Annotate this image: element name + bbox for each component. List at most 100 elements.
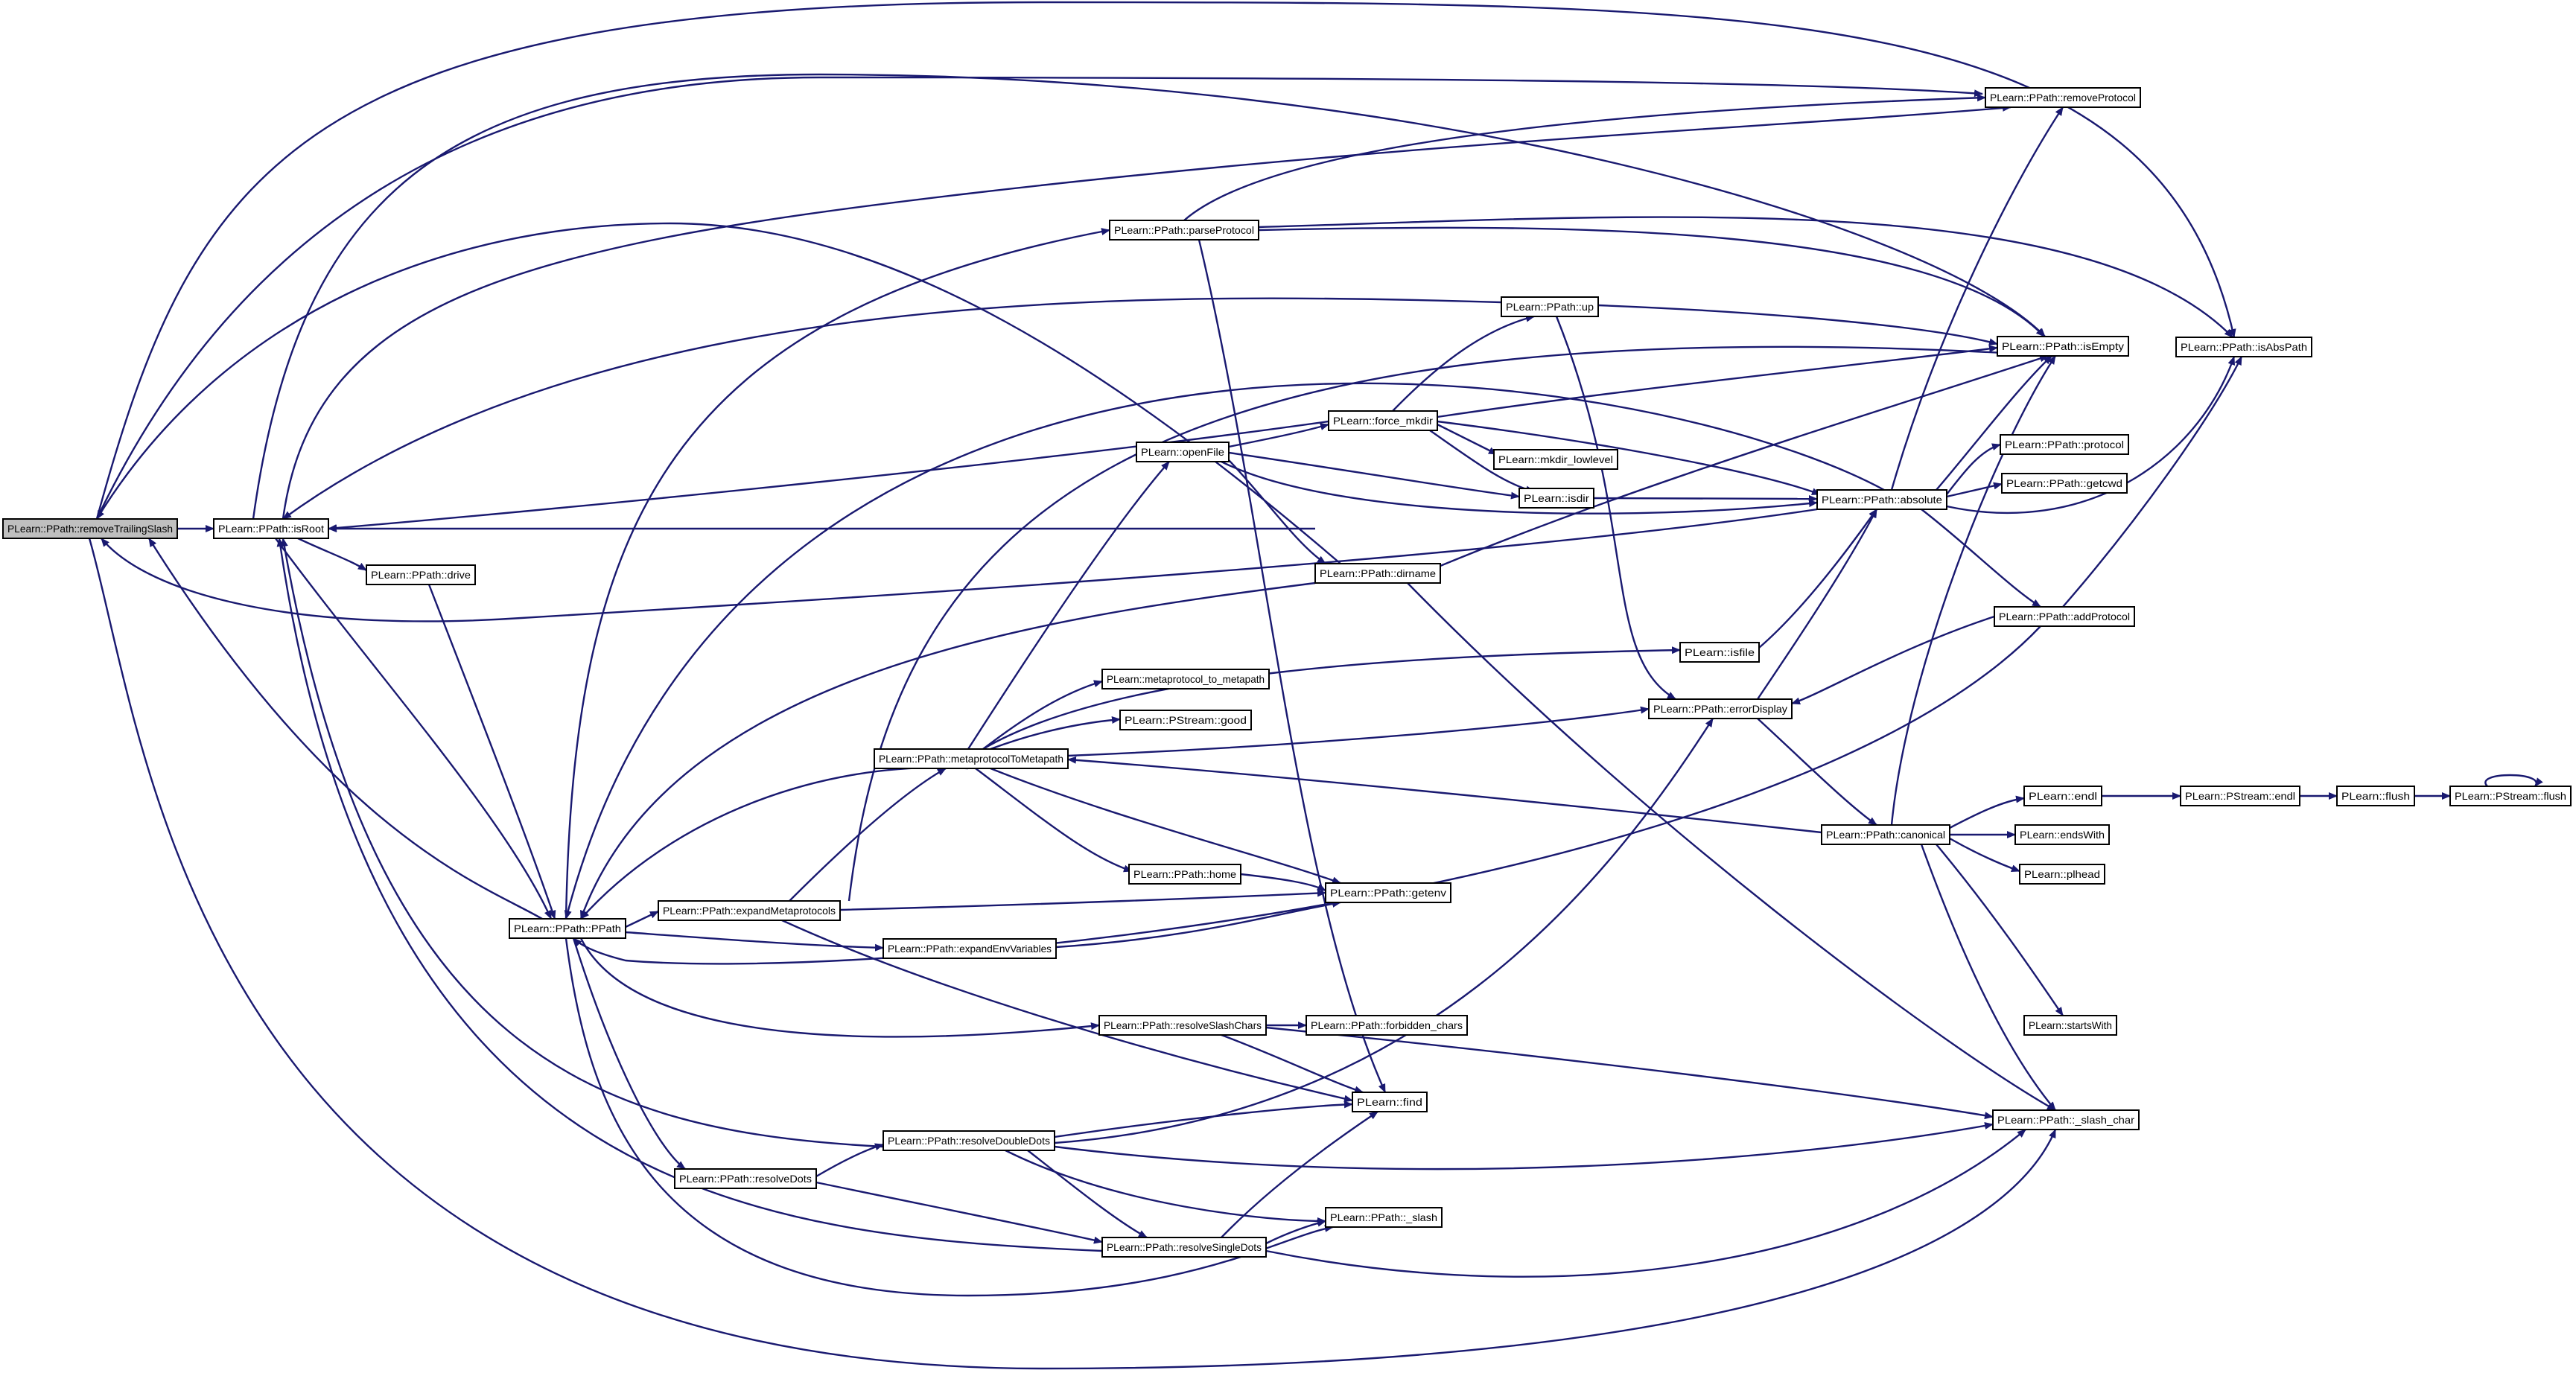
node-box <box>2023 786 2102 806</box>
edge-canonical-to-isEmpty <box>1890 355 2057 826</box>
node-good[interactable]: PLearn::PStream::good <box>1119 710 1252 730</box>
node-isdir[interactable]: PLearn::isdir <box>1518 488 1594 509</box>
node-label: PLearn::PPath::errorDisplay <box>1653 703 1787 715</box>
node-isRoot[interactable]: PLearn::PPath::isRoot <box>213 518 329 539</box>
node-resolveDouble[interactable]: PLearn::PPath::resolveDoubleDots <box>882 1130 1055 1151</box>
node-up[interactable]: PLearn::PPath::up <box>1501 296 1599 317</box>
node-drive[interactable]: PLearn::PPath::drive <box>366 564 476 585</box>
node-startsWith[interactable]: PLearn::startsWith <box>2023 1015 2117 1036</box>
node-label: PLearn::PPath::resolveDoubleDots <box>888 1135 1050 1147</box>
edge-canonical-to-plhead <box>1949 837 2020 873</box>
node-box <box>1821 824 1950 845</box>
edge-metaToMeta-to-good <box>990 716 1121 751</box>
node-pflush[interactable]: PLearn::PStream::flush <box>2449 786 2572 806</box>
edge-resolveDouble-to-errorDisplay <box>1054 718 1714 1144</box>
node-label: PLearn::PStream::flush <box>2455 790 2566 802</box>
edge-forceMkdir-to-isEmpty <box>1437 345 1998 418</box>
node-label: PLearn::PPath::up <box>1506 301 1594 313</box>
node-ppath[interactable]: PLearn::PPath::PPath <box>509 918 626 939</box>
node-flush[interactable]: PLearn::flush <box>2336 786 2415 806</box>
node-pendl[interactable]: PLearn::PStream::endl <box>2180 786 2300 806</box>
edge-openFile-to-dirname <box>1228 459 1326 564</box>
node-absolute[interactable]: PLearn::PPath::absolute <box>1816 489 1947 510</box>
edge-absolute-to-protocol <box>1946 443 2001 495</box>
node-plhead[interactable]: PLearn::plhead <box>2019 864 2105 885</box>
edge-rts-to-slashChar <box>88 538 2057 1370</box>
node-rts[interactable]: PLearn::PPath::removeTrailingSlash <box>2 518 178 539</box>
node-label: PLearn::PPath::forbidden_chars <box>1311 1019 1463 1031</box>
node-box <box>882 1130 1055 1151</box>
node-expandEnv[interactable]: PLearn::PPath::expandEnvVariables <box>882 938 1057 959</box>
node-removeProtocol[interactable]: PLearn::PPath::removeProtocol <box>1985 87 2141 108</box>
node-m2m[interactable]: PLearn::metaprotocol_to_metapath <box>1101 669 1270 689</box>
node-isfile[interactable]: PLearn::isfile <box>1679 642 1760 663</box>
node-label: PLearn::mkdir_lowlevel <box>1498 453 1613 465</box>
node-box <box>1518 488 1594 509</box>
edge-absolute-to-isEmpty <box>1936 355 2052 491</box>
node-box <box>1992 1109 2140 1130</box>
node-label: PLearn::PPath::home <box>1133 868 1236 880</box>
node-protocol[interactable]: PLearn::PPath::protocol <box>2000 434 2129 455</box>
node-canonical[interactable]: PLearn::PPath::canonical <box>1821 824 1950 845</box>
edge-isRoot-to-drive <box>297 537 367 572</box>
edge-errorDisplay-to-absolute <box>1757 509 1878 700</box>
node-resolveDots[interactable]: PLearn::PPath::resolveDots <box>674 1168 817 1189</box>
node-mkdirLow[interactable]: PLearn::mkdir_lowlevel <box>1493 449 1618 470</box>
node-forbidden[interactable]: PLearn::PPath::forbidden_chars <box>1306 1015 1468 1036</box>
node-box <box>1101 669 1270 689</box>
node-metaToMeta[interactable]: PLearn::PPath::metaprotocolToMetapath <box>874 748 1069 769</box>
edge-metaToMeta-to-openFile <box>967 461 1170 750</box>
edge-parseProtocol-to-isEmpty <box>1258 226 2045 337</box>
node-resolveSingle[interactable]: PLearn::PPath::resolveSingleDots <box>1101 1237 1267 1258</box>
node-openFile[interactable]: PLearn::openFile <box>1136 442 1230 462</box>
node-box <box>2023 1015 2117 1036</box>
edge-metaToMeta-to-ppath <box>580 766 969 920</box>
edge-ppath-to-resolveSlash <box>579 937 1100 1038</box>
node-forceMkdir[interactable]: PLearn::force_mkdir <box>1328 410 1438 431</box>
edge-metaToMeta-to-m2m <box>982 680 1103 750</box>
edge-expandMeta-to-isEmpty <box>847 345 2056 902</box>
node-label: PLearn::PPath::resolveSlashChars <box>1104 1019 1262 1031</box>
node-label: PLearn::openFile <box>1141 446 1224 458</box>
node-resolveSlash[interactable]: PLearn::PPath::resolveSlashChars <box>1098 1015 1267 1036</box>
node-isAbsPath[interactable]: PLearn::PPath::isAbsPath <box>2175 337 2312 357</box>
node-expandMeta[interactable]: PLearn::PPath::expandMetaprotocols <box>658 900 841 921</box>
node-parseProtocol[interactable]: PLearn::PPath::parseProtocol <box>1109 220 1259 240</box>
node-box <box>1314 563 1441 584</box>
edge-addProtocol-to-errorDisplay <box>1791 615 1995 705</box>
node-box <box>1994 606 2135 627</box>
edge-absolute-to-getcwd <box>1946 482 2003 498</box>
edge-isRoot-to-isEmpty <box>252 73 2046 520</box>
edge-addProtocol-to-ppath <box>573 625 2041 965</box>
edge-rts-to-isAbsPath <box>95 1 2236 520</box>
node-label: PLearn::PPath::getcwd <box>2006 477 2122 489</box>
node-box <box>2001 473 2128 494</box>
edge-drive-to-ppath <box>427 584 556 920</box>
node-getcwd[interactable]: PLearn::PPath::getcwd <box>2001 473 2128 494</box>
edge-parseProtocol-to-removeProtocol <box>1183 94 1986 221</box>
edge-up-to-isEmpty <box>1597 304 1998 345</box>
node-find[interactable]: PLearn::find <box>1352 1092 1428 1112</box>
node-box <box>1985 87 2141 108</box>
edge-rts-to-removeProtocol <box>95 76 1983 520</box>
node-box <box>1098 1015 1267 1036</box>
node-addProtocol[interactable]: PLearn::PPath::addProtocol <box>1994 606 2135 627</box>
edge-canonical-to-endl <box>1949 795 2025 829</box>
node-box <box>509 918 626 939</box>
edge-dirname-to-slashChar <box>1407 582 2056 1112</box>
node-endsWith[interactable]: PLearn::endsWith <box>2014 824 2110 845</box>
node-slash[interactable]: PLearn::PPath::_slash <box>1325 1207 1443 1228</box>
node-home[interactable]: PLearn::PPath::home <box>1128 864 1241 885</box>
node-label: PLearn::PPath::getenv <box>1330 887 1446 899</box>
node-errorDisplay[interactable]: PLearn::PPath::errorDisplay <box>1648 698 1793 719</box>
node-getenv[interactable]: PLearn::PPath::getenv <box>1325 882 1451 903</box>
edge-absolute-to-rts <box>101 508 1818 622</box>
edge-expandMeta-to-getenv <box>839 889 1326 911</box>
node-label: PLearn::PPath::drive <box>371 569 471 581</box>
node-isEmpty[interactable]: PLearn::PPath::isEmpty <box>1997 336 2129 357</box>
node-dirname[interactable]: PLearn::PPath::dirname <box>1314 563 1441 584</box>
node-slashChar[interactable]: PLearn::PPath::_slash_char <box>1992 1109 2140 1130</box>
node-endl[interactable]: PLearn::endl <box>2023 786 2102 806</box>
edge-absolute-to-addProtocol <box>1921 509 2041 608</box>
